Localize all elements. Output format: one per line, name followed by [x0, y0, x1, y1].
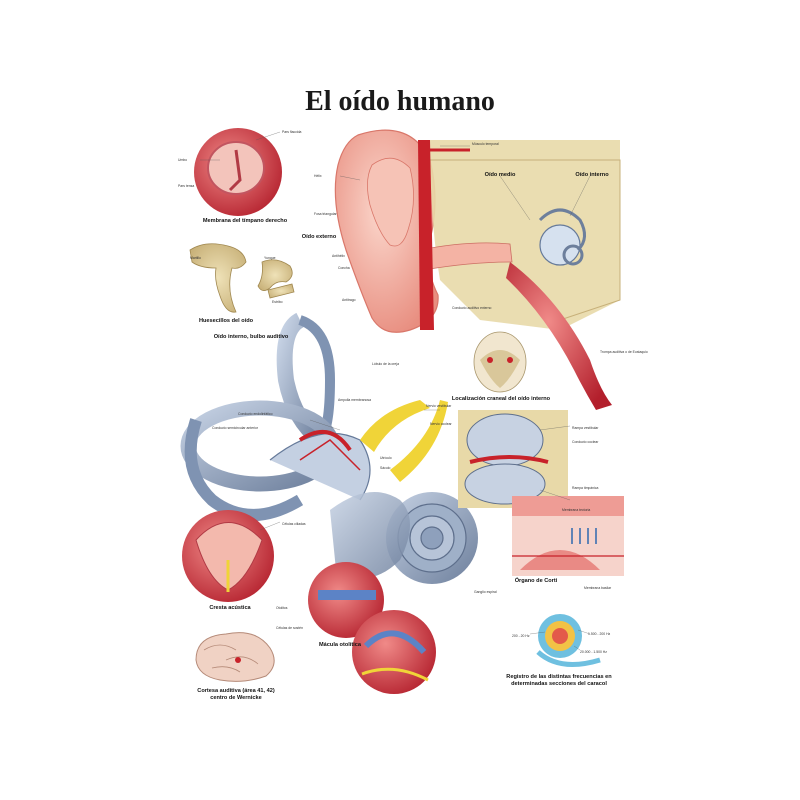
- label-temporal: Músculo temporal: [472, 142, 499, 146]
- eardrum-illustration: [194, 128, 282, 216]
- label-eustachian: Trompa auditiva o de Eustaquio: [600, 350, 648, 354]
- label-utricle: Utrículo: [380, 456, 392, 460]
- caption-inner-ear-short: Oído interno: [575, 172, 609, 178]
- macula-illustration: [308, 562, 436, 694]
- caption-skull: Localización craneal del oído interno: [451, 396, 551, 402]
- caption-cortex-line1: Cortesa auditiva (área 41, 42): [197, 688, 275, 694]
- outer-ear-illustration: [334, 129, 621, 410]
- caption-middle-ear: Oído medio: [484, 172, 516, 178]
- caption-outer-ear: Oído externo: [301, 234, 337, 240]
- label-stapes: Estribo: [272, 300, 283, 304]
- label-freq-high: 20.000 - 1.500 Hz: [580, 650, 607, 654]
- poster-title: El oído humano: [305, 86, 495, 117]
- label-pars-flaccida: Pars flaccida: [282, 130, 302, 134]
- label-pars-tensa: Pars tensa: [178, 184, 195, 188]
- label-antihelix: Antihélix: [332, 254, 345, 258]
- caption-inner-ear: Oído interno, bulbo auditivo: [213, 334, 289, 340]
- inner-ear-illustration: [180, 312, 478, 584]
- caption-crista: Cresta acústica: [209, 605, 251, 611]
- caption-eardrum: Membrana del tímpano derecho: [202, 218, 288, 224]
- label-scala-tympani: Rampa timpánica: [572, 486, 599, 490]
- label-support-cells: Células de sostén: [276, 626, 303, 630]
- caption-frequency: Registro de las distintas frecuencias en…: [494, 674, 624, 688]
- caption-frequency-line1: Registro de las distintas frecuencias en: [506, 674, 612, 680]
- frequency-illustration: [536, 614, 601, 667]
- label-antitragus: Antitrago: [342, 298, 356, 302]
- label-saccule: Sáculo: [380, 466, 391, 470]
- caption-macula: Mácula otolítica: [319, 642, 361, 648]
- skull-illustration: [473, 331, 527, 393]
- label-helix: Hélix: [314, 174, 322, 178]
- label-otoliths: Otolitos: [276, 606, 288, 610]
- label-concha: Concha: [338, 266, 350, 270]
- label-semicircular: Conducto semicircular anterior: [212, 426, 258, 430]
- label-ext-canal: Conducto auditivo externo: [452, 306, 492, 310]
- cochlea-section-illustration: [458, 410, 568, 508]
- label-lobule: Lóbulo de la oreja: [372, 362, 399, 366]
- label-incus: Yunque: [264, 256, 276, 260]
- label-endolymph: Conducto endolinfático: [238, 412, 273, 416]
- brain-illustration: [195, 632, 275, 682]
- label-scala-vestibuli: Rampa vestibular: [572, 426, 599, 430]
- label-basilar: Membrana basilar: [584, 586, 612, 590]
- caption-ossicles: Huesecillos del oído: [198, 318, 254, 324]
- label-fossa: Fosa triangular: [314, 212, 337, 216]
- label-freq-mid: 1.500 - 200 Hz: [588, 632, 611, 636]
- caption-cortex-line2: centro de Wernicke: [210, 694, 262, 701]
- label-vestibular-nerve: Nervio vestibular: [426, 404, 452, 408]
- label-ampulla: Ampolla membranosa: [338, 398, 371, 402]
- caption-corti: Órgano de Corti: [514, 578, 558, 584]
- caption-frequency-line2: determinadas secciones del caracol: [511, 680, 607, 687]
- label-hammer: Martillo: [190, 256, 201, 260]
- label-hair-cells: Células ciliadas: [282, 522, 306, 526]
- label-umbo: Umbo: [178, 158, 188, 162]
- label-spiral-ganglion: Ganglio espiral: [474, 590, 497, 594]
- crista-illustration: [182, 510, 274, 602]
- label-cochlear-nerve: Nervio coclear: [430, 422, 452, 426]
- label-tectorial: Membrana tectoria: [562, 508, 591, 512]
- caption-cortex: Cortesa auditiva (área 41, 42) centro de…: [176, 688, 296, 702]
- label-freq-low: 200 - 20 Hz: [512, 634, 530, 638]
- ossicles-illustration: [189, 243, 295, 313]
- label-cochlear-duct: Conducto coclear: [572, 440, 599, 444]
- corti-illustration: [512, 496, 624, 576]
